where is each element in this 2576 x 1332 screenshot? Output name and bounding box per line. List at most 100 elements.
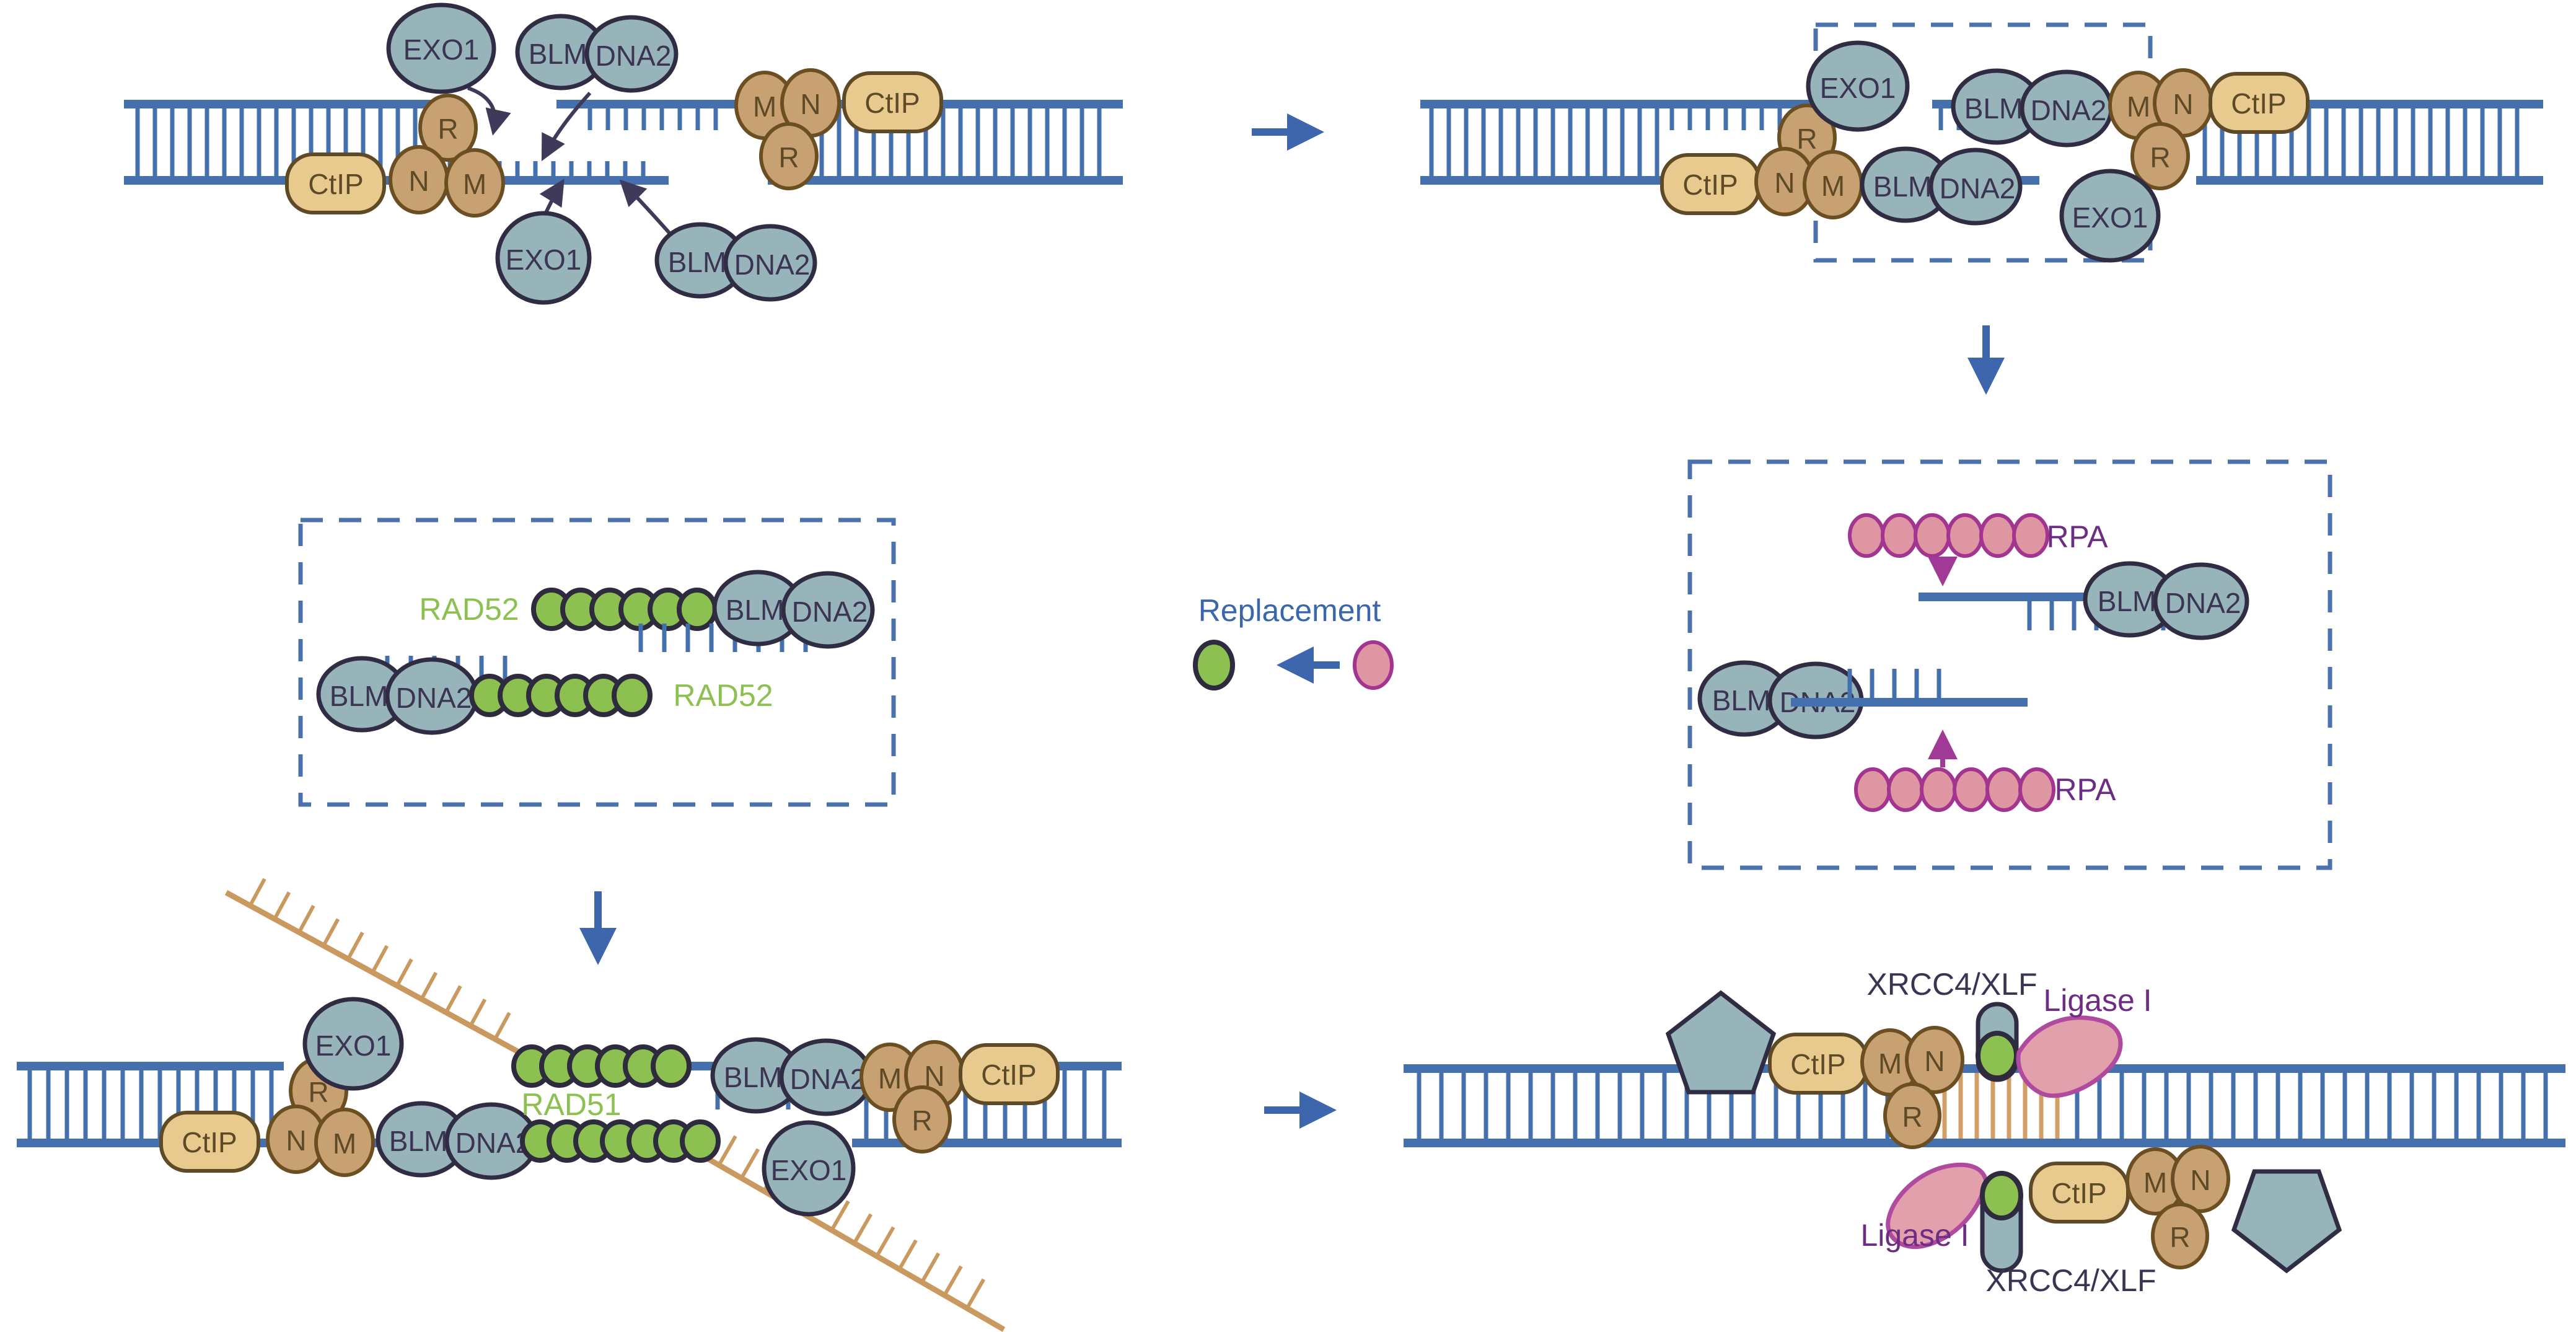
mre11-label: M [1821,170,1845,202]
protein-ctip: CtIP [285,152,386,214]
pentagon-protein [2231,1169,2342,1274]
dna2-label: DNA2 [2165,587,2241,619]
rpa-swatch [1353,640,1394,690]
blm-label: BLM [724,1061,783,1093]
complex-blm-dna2: BLM DNA2 [316,656,479,735]
complex-mrn: R N M [1754,104,1863,219]
blm-label: BLM [1964,92,2023,125]
protein-ctip: CtIP [2209,72,2310,134]
exo1-label: EXO1 [315,1030,392,1062]
exo1-shape [386,2,496,94]
blm-label: BLM [529,38,587,70]
panel-strand-invasion: CtIP R N M EXO1 BLM DNA2 RAD51 BLM DNA2 [17,878,1122,1332]
complex-blm-dna2: BLM DNA2 [515,14,679,93]
mre11-label: M [333,1127,356,1160]
xrcc4-xlf-label: XRCC4/XLF [1985,1263,2156,1298]
ligase1-shape [1886,1162,1989,1249]
complex-blm-dna2: BLM DNA2 [1951,68,2114,148]
ctip-label: CtIP [2231,87,2286,120]
ssdna-ticks [1847,669,1941,700]
mre11-label: M [753,90,776,123]
protein-ctip: CtIP [1768,1033,1869,1095]
complex-blm-dna2: BLM DNA2 [710,1037,873,1116]
ctip-shape [2209,72,2310,134]
ctip-shape [159,1111,260,1173]
dna-ssdna-ticks-down [587,107,718,130]
nbs1-label: N [286,1124,306,1157]
mre11-label: M [463,168,486,200]
rad50-label: R [1902,1101,1922,1133]
blm-label: BLM [2098,585,2156,617]
nbs1-label: N [408,165,429,197]
ctip-shape [285,152,386,214]
exo1-label: EXO1 [2072,201,2148,234]
protein-exo1: EXO1 [1806,40,1910,132]
protein-exo1: EXO1 [386,2,496,94]
rad50-shape [418,94,478,162]
rad50-label: R [1796,123,1817,155]
protein-exo1: EXO1 [302,997,404,1091]
rad52-chain-top [531,588,718,631]
exo1-shape [1806,40,1910,132]
rad51-filament-top [511,1044,692,1088]
rad50-shape [892,1085,952,1153]
donor-strand-upper [224,890,530,1060]
complex-blm-dna2: BLM DNA2 [712,570,875,649]
blm-label: BLM [389,1125,448,1157]
mre11-shape [314,1108,375,1177]
exo1-label: EXO1 [403,33,480,66]
blm-label: BLM [330,680,389,712]
mre11-shape [444,148,505,218]
protein-ctip: CtIP [1660,153,1761,215]
rad51-filament-bottom [520,1119,721,1163]
recruitment-arrow [541,91,592,162]
protein-exo1: EXO1 [762,1120,856,1217]
exo1-label: EXO1 [506,244,582,276]
complex-mrn: R N M [389,94,505,218]
rpa-chain-bottom [1854,767,2055,812]
dna2-shape [2153,562,2249,640]
dna2-label: DNA2 [455,1127,532,1159]
rad51-label: RAD51 [521,1087,621,1122]
dna2-label: DNA2 [792,596,868,628]
rad52-label: RAD52 [419,592,519,627]
legend-replacement: Replacement [1193,593,1394,690]
protein-ctip: CtIP [959,1043,1060,1105]
blm-label: BLM [1712,684,1771,717]
complex-mrn: M N R [734,68,841,190]
dna2-shape [723,224,817,302]
rad50-shape [759,122,819,190]
recruitment-arrow [467,86,511,136]
mre11-label: M [2127,90,2150,123]
protein-ctip: CtIP [2029,1162,2130,1224]
dna2-label: DNA2 [2031,94,2107,126]
dashed-box [298,518,896,807]
dna-rungs [2075,1073,2548,1139]
pentagon-protein [1665,990,1777,1095]
ctip-label: CtIP [182,1126,237,1158]
ctip-shape [959,1043,1060,1105]
rpa-chain-top [1848,513,2049,558]
complex-blm-dna2: BLM DNA2 [654,222,817,302]
ligase1-label: Ligase I [1860,1218,1969,1253]
rad52-chain-bottom [469,674,653,717]
nbs1-label: N [1774,167,1795,199]
exo1-label: EXO1 [1820,72,1896,104]
ctip-label: CtIP [864,87,920,119]
xlf-subunit [1980,1171,2023,1220]
nbs1-shape [1905,1026,1964,1094]
exo1-label: EXO1 [771,1154,847,1186]
ctip-label: CtIP [2051,1177,2106,1209]
nbs1-label: N [2173,88,2193,120]
dna2-shape [584,15,679,93]
rad-protein-swatch [1193,640,1235,690]
exo1-shape [302,997,404,1091]
ligase1-shape [2016,1015,2123,1098]
dna2-label: DNA2 [596,40,672,72]
mre11-label: M [878,1062,902,1095]
legend-title: Replacement [1198,593,1381,628]
complex-blm-dna2: BLM DNA2 [2083,561,2249,640]
dashed-box [1813,22,2153,263]
